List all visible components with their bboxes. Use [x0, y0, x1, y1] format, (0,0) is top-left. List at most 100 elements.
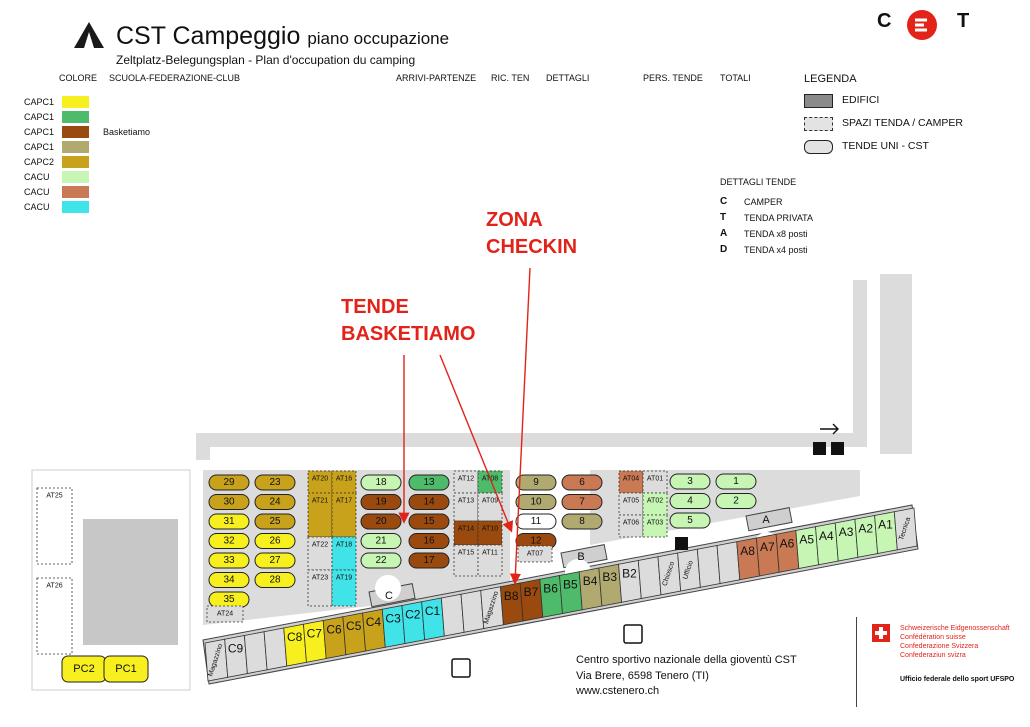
tent-oval[interactable] — [408, 533, 450, 549]
at-slot[interactable] — [453, 544, 479, 577]
bungalow-label: C7 — [307, 626, 323, 640]
at-slot[interactable] — [618, 514, 644, 538]
bungalow-label: C9 — [228, 641, 244, 655]
at-slot[interactable] — [642, 514, 668, 538]
tent-oval[interactable] — [515, 494, 557, 510]
bungalow-slot[interactable] — [263, 627, 288, 671]
color-row-swatch — [62, 171, 89, 183]
tent-oval-label: 27 — [269, 555, 281, 566]
address-line-2: Via Brere, 6598 Tenero (TI) — [576, 670, 709, 682]
bungalow-slot[interactable] — [243, 631, 268, 674]
at-slot[interactable] — [307, 569, 333, 607]
tent-oval[interactable] — [408, 474, 450, 491]
side-building — [880, 274, 912, 454]
tent-oval-label: 26 — [269, 536, 281, 547]
tent-oval[interactable] — [360, 494, 402, 510]
tent-oval-label: 34 — [223, 575, 235, 586]
tent-oval[interactable] — [254, 552, 296, 569]
tent-oval-label: 1 — [733, 476, 739, 487]
tent-oval[interactable] — [360, 533, 402, 549]
parking-label: PC1 — [115, 663, 136, 675]
page-title: CST Campeggio piano occupazione — [116, 22, 450, 50]
detail-label-tent-x4: TENDA x4 posti — [744, 245, 808, 255]
tent-oval[interactable] — [360, 474, 402, 491]
at-slot-label: AT09 — [482, 498, 498, 505]
tent-oval[interactable] — [254, 494, 296, 510]
tent-oval-label: 10 — [530, 497, 542, 508]
direction-arrow-icon — [820, 423, 839, 435]
at-slot-label: AT10 — [482, 526, 498, 533]
parking-label: PC2 — [73, 663, 94, 675]
tent-oval[interactable] — [208, 494, 250, 510]
tent-oval[interactable] — [208, 552, 250, 569]
at-slot[interactable] — [36, 487, 73, 565]
tent-oval[interactable] — [561, 494, 603, 510]
annotation-zona-checkin: ZONA CHECKIN — [486, 209, 578, 258]
page-subtitle: Zeltplatz-Belegungsplan - Plan d'occupat… — [116, 53, 416, 67]
tent-oval[interactable] — [254, 474, 296, 491]
bungalow-label: C5 — [346, 619, 362, 633]
tent-oval[interactable] — [208, 533, 250, 549]
tent-oval[interactable] — [561, 513, 603, 530]
color-row-swatch — [62, 201, 89, 213]
bungalow-label: A4 — [819, 529, 834, 543]
parking-slot[interactable] — [103, 655, 149, 683]
bungalow-slot[interactable] — [637, 556, 662, 599]
at-slot[interactable] — [331, 569, 357, 607]
tent-oval-label: 6 — [579, 477, 585, 488]
col-header-ricten: RIC. TEN — [491, 73, 530, 83]
at-slot[interactable] — [477, 544, 503, 577]
bungalow-slot[interactable] — [716, 541, 741, 584]
tent-oval[interactable] — [408, 494, 450, 510]
tent-oval[interactable] — [254, 572, 296, 588]
tent-oval[interactable] — [715, 493, 757, 509]
at-slot[interactable] — [517, 545, 553, 563]
tent-oval[interactable] — [515, 474, 557, 491]
tent-oval[interactable] — [208, 474, 250, 491]
at-slot-label: AT05 — [623, 498, 639, 505]
tent-oval[interactable] — [208, 513, 250, 530]
at-slot[interactable] — [477, 520, 503, 546]
tent-oval-label: 28 — [269, 575, 281, 586]
tent-oval[interactable] — [515, 513, 557, 530]
bungalow-slot[interactable] — [893, 507, 918, 551]
col-header-totali: TOTALI — [720, 73, 751, 83]
bungalow-label: C3 — [385, 611, 401, 625]
at-slot-label: AT04 — [623, 476, 639, 483]
address-website[interactable]: www.cstenero.ch — [576, 685, 660, 697]
tent-oval[interactable] — [208, 572, 250, 588]
tent-oval[interactable] — [254, 533, 296, 549]
cst-brand-logo-icon — [907, 10, 937, 40]
tent-oval[interactable] — [360, 552, 402, 569]
tent-oval[interactable] — [715, 473, 757, 490]
color-row-code: CAPC2 — [24, 157, 55, 167]
at-slot[interactable] — [36, 577, 73, 655]
tent-oval[interactable] — [669, 473, 711, 490]
block-roof — [745, 507, 793, 532]
bungalow-slot[interactable] — [440, 593, 465, 637]
at-slot[interactable] — [331, 536, 357, 571]
tent-oval-label: 22 — [375, 555, 387, 566]
at-slot-label: AT18 — [336, 542, 352, 549]
legend-label-uni-tents: TENDE UNI - CST — [842, 140, 929, 152]
tent-oval[interactable] — [561, 474, 603, 491]
tent-oval[interactable] — [669, 493, 711, 509]
bungalow-slot[interactable] — [696, 545, 721, 588]
detail-key-t: T — [720, 212, 727, 223]
legend-swatch-buildings — [804, 94, 833, 108]
at-slot-label: AT01 — [647, 476, 663, 483]
color-row-swatch — [62, 141, 89, 153]
bungalow-slot[interactable] — [460, 590, 485, 633]
tent-oval-label: 11 — [531, 516, 542, 527]
tent-oval[interactable] — [408, 552, 450, 569]
at-slot[interactable] — [206, 605, 244, 623]
tent-oval[interactable] — [254, 513, 296, 530]
at-slot-label: AT13 — [458, 498, 474, 505]
tent-oval-label: 5 — [687, 515, 693, 526]
bungalow-label: B7 — [524, 585, 539, 599]
tent-oval[interactable] — [669, 512, 711, 529]
bungalow-label: B6 — [543, 581, 558, 595]
tent-oval-label: 23 — [269, 477, 281, 488]
